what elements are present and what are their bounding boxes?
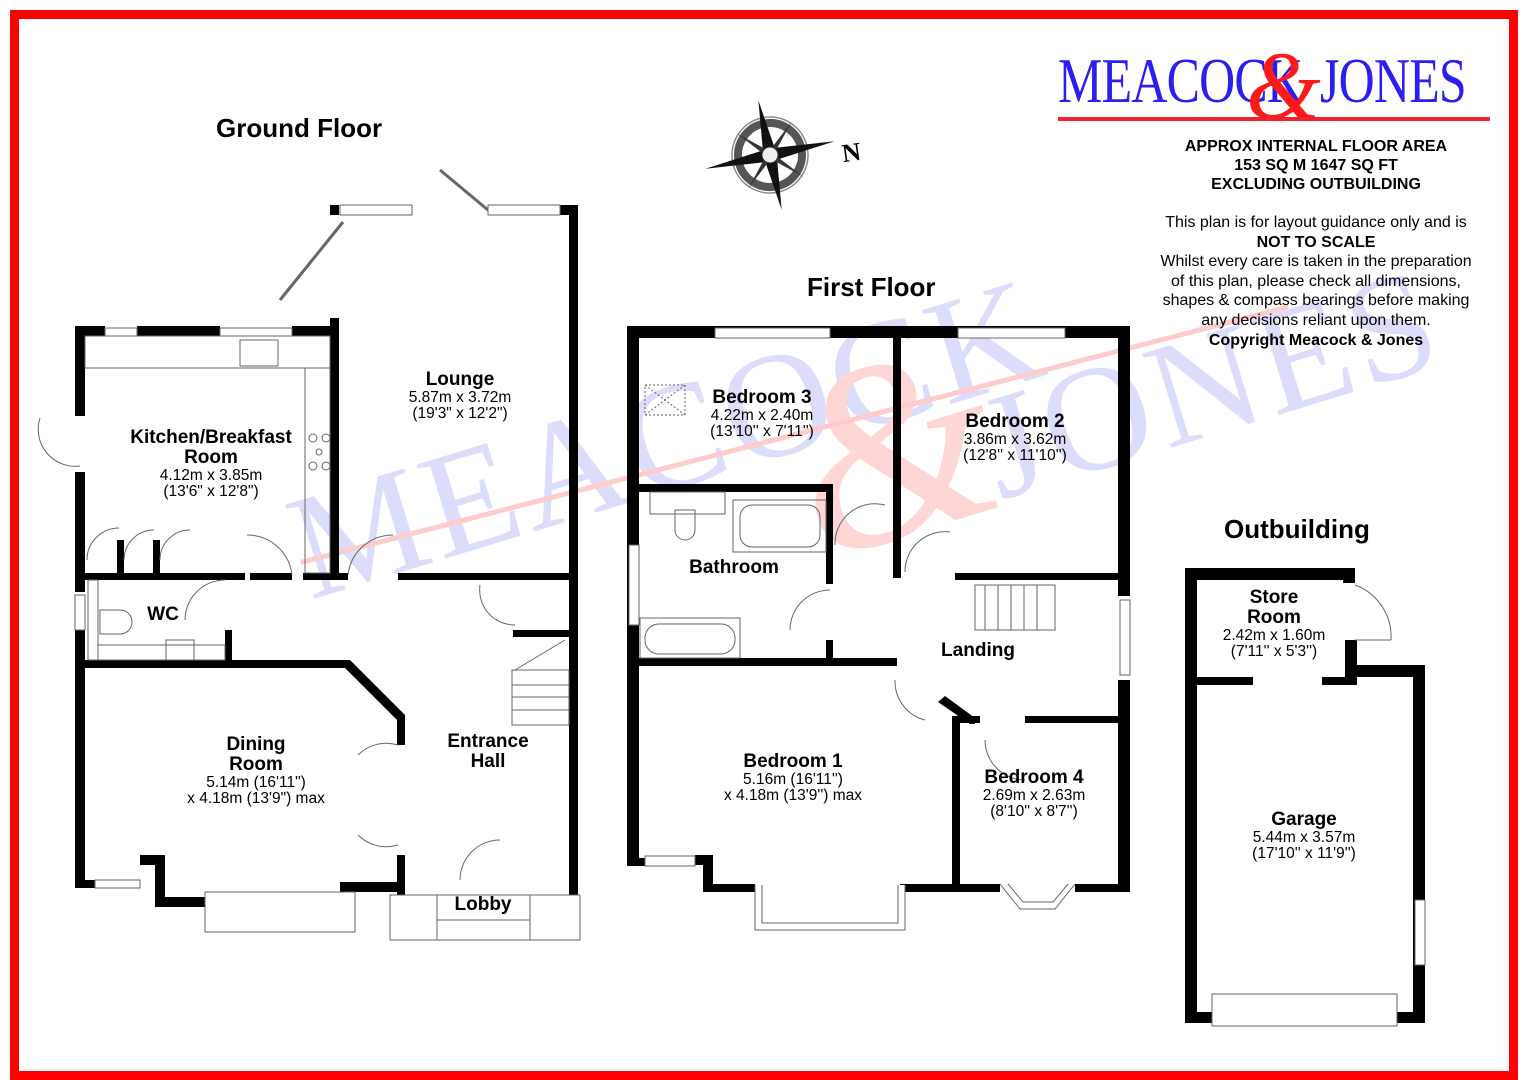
outbuilding-title: Outbuilding bbox=[1224, 514, 1370, 544]
room-label-bedroom-2: Bedroom 2 3.86m x 3.62m (12'8'' x 11'10'… bbox=[963, 411, 1067, 465]
not-to-scale-label: NOT TO SCALE bbox=[1256, 233, 1376, 251]
copyright-label: Copyright Meacock & Jones bbox=[1208, 331, 1424, 349]
room-label-entrance-hall: Entrance Hall bbox=[447, 731, 529, 772]
disclaimer-line: of this plan, please check all dimension… bbox=[1171, 272, 1461, 290]
disclaimer: This plan is for layout guidance only an… bbox=[1130, 213, 1502, 350]
disclaimer-line: Whilst every care is taken in the prepar… bbox=[1160, 253, 1472, 271]
page-border bbox=[10, 10, 1518, 1080]
area-line-3: EXCLUDING OUTBUILDING bbox=[1211, 176, 1421, 193]
logo-underline bbox=[1058, 117, 1490, 121]
compass-rose-icon bbox=[705, 100, 835, 210]
room-label-bedroom-1: Bedroom 1 5.16m (16'11'') x 4.18m (13'9'… bbox=[723, 751, 863, 805]
disclaimer-line: shapes & compass bearings before making bbox=[1162, 292, 1470, 310]
room-label-lobby: Lobby bbox=[454, 894, 512, 915]
room-label-landing: Landing bbox=[941, 640, 1015, 661]
room-label-bedroom-4: Bedroom 4 2.69m x 2.63m (8'10'' x 8'7'') bbox=[982, 767, 1086, 821]
room-label-bedroom-3: Bedroom 3 4.22m x 2.40m (13'10'' x 7'11'… bbox=[710, 387, 814, 441]
logo-word-meacock: MEACOCK bbox=[1058, 45, 1303, 116]
ground-floor-title: Ground Floor bbox=[216, 113, 383, 143]
room-label-dining: Dining Room 5.14m (16'11") x 4.18m (13'9… bbox=[187, 734, 325, 808]
logo-word-jones: JONES bbox=[1320, 45, 1467, 116]
room-label-store-room: Store Room 2.42m x 1.60m (7'11'' x 5'3''… bbox=[1222, 587, 1326, 661]
room-label-bathroom: Bathroom bbox=[689, 557, 779, 578]
first-floor-fittings bbox=[628, 327, 1131, 931]
floor-area-info: APPROX INTERNAL FLOOR AREA 153 SQ M 1647… bbox=[1130, 137, 1502, 350]
logo-ampersand: & bbox=[1246, 32, 1321, 139]
disclaimer-line: This plan is for layout guidance only an… bbox=[1165, 214, 1467, 231]
kitchen-fittings bbox=[37, 168, 581, 941]
room-label-kitchen: Kitchen/Breakfast Room 4.12m x 3.85m (13… bbox=[130, 427, 292, 501]
brand-logo: MEACOCK & JONES bbox=[1058, 32, 1490, 139]
area-line-1: APPROX INTERNAL FLOOR AREA bbox=[1184, 138, 1448, 155]
room-label-lounge: Lounge 5.87m x 3.72m (19'3" x 12'2") bbox=[408, 369, 512, 423]
room-label-garage: Garage 5.44m x 3.57m (17'10'' x 11'9'') bbox=[1252, 809, 1356, 863]
outbuilding-fittings bbox=[1211, 584, 1426, 1027]
north-indicator: N bbox=[840, 136, 863, 169]
room-label-wc: WC bbox=[147, 604, 179, 625]
disclaimer-line: any decisions reliant upon them. bbox=[1201, 311, 1431, 329]
area-line-2: 153 SQ M 1647 SQ FT bbox=[1234, 157, 1398, 174]
first-floor-title: First Floor bbox=[807, 272, 936, 302]
